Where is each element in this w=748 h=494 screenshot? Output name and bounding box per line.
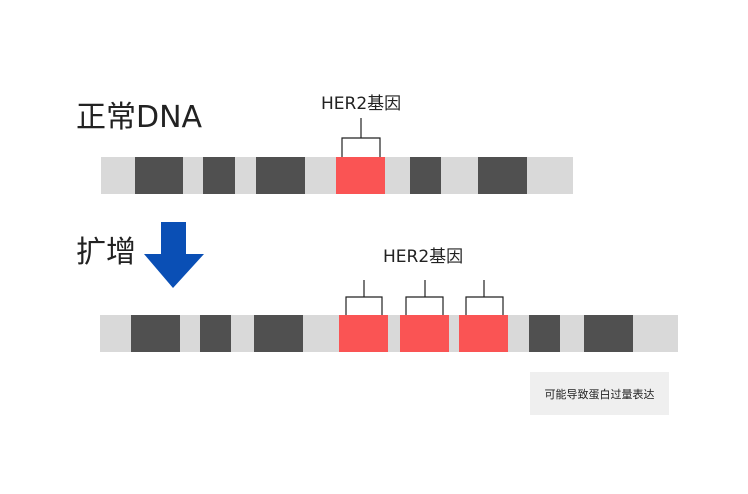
- dna-segment: [131, 315, 180, 352]
- down-arrow-icon: [144, 222, 204, 288]
- dna-segment: [410, 157, 441, 194]
- dna-segment: [135, 157, 183, 194]
- her2-gene-label-top: HER2基因: [321, 94, 402, 114]
- her2-gene-label-bottom: HER2基因: [383, 247, 464, 267]
- note-text: 可能导致蛋白过量表达: [544, 387, 655, 401]
- dna-segment: [478, 157, 527, 194]
- dna-segment: [200, 315, 231, 352]
- dna-segment: [256, 157, 305, 194]
- dna-segment: [529, 315, 560, 352]
- dna-segment: [584, 315, 633, 352]
- her2-segment: [400, 315, 449, 352]
- dna-segment: [254, 315, 303, 352]
- normal-dna-strand: [101, 157, 573, 194]
- her2-bracket-top: [341, 118, 381, 157]
- bracket-line: [405, 296, 444, 315]
- amplified-dna-strand: [100, 315, 678, 352]
- bracket-line: [345, 296, 383, 315]
- bracket-line: [465, 296, 504, 315]
- dna-segment: [203, 157, 235, 194]
- bracket-line: [341, 137, 381, 157]
- her2-segment: [339, 315, 388, 352]
- note-box: 可能导致蛋白过量表达: [530, 372, 669, 415]
- amplification-label: 扩增: [76, 235, 136, 270]
- normal-dna-label: 正常DNA: [76, 100, 203, 135]
- her2-bracket-bottom: [345, 280, 504, 315]
- her2-segment: [336, 157, 385, 194]
- her2-segment: [459, 315, 508, 352]
